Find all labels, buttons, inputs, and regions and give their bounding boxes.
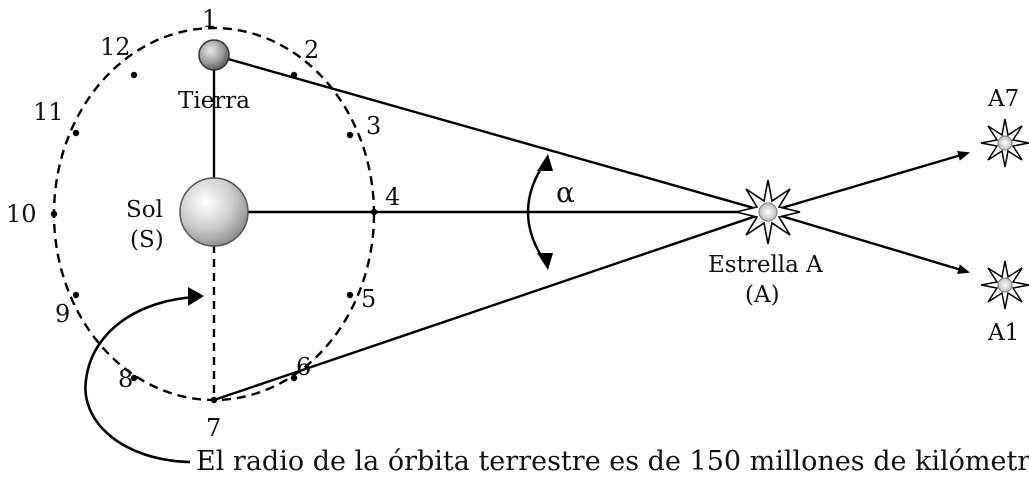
earth-small-sphere-icon: [198, 39, 230, 71]
star-name-label: Estrella A: [708, 252, 823, 278]
apparent-star-a7-label: A7: [987, 86, 1019, 112]
radius-pointer-arrow: [84, 295, 197, 464]
star-a-starburst-icon: [735, 179, 801, 245]
orbit-label-11: 11: [33, 98, 64, 126]
sun-name-label: Sol: [126, 197, 163, 223]
orbit-label-8: 8: [118, 365, 133, 393]
projection-arrow-to-a7: [767, 151, 970, 214]
sight-line-from-7: [213, 210, 769, 402]
orbit-label-5: 5: [361, 285, 376, 313]
orbit-dot-9: [72, 291, 80, 299]
orbit-label-3: 3: [366, 112, 381, 140]
orbit-dot-5: [346, 291, 354, 299]
apparent-star-a1-label: A1: [987, 320, 1019, 346]
orbit-dot-3: [346, 131, 354, 139]
orbit-dot-4: [370, 208, 378, 216]
orbit-label-10: 10: [6, 200, 37, 228]
orbit-dot-2: [290, 71, 298, 79]
angle-alpha-label: α: [556, 176, 575, 209]
sun-sphere-icon: [179, 177, 249, 247]
orbit-dot-10: [50, 210, 58, 218]
orbit-dot-6: [290, 374, 298, 382]
sight-line-from-1: [213, 53, 769, 214]
caption: El radio de la órbita terrestre es de 15…: [196, 446, 1029, 477]
orbit-label-12: 12: [100, 33, 131, 61]
angle-arrow-bottom: [537, 253, 553, 270]
orbit-label-2: 2: [304, 36, 319, 64]
orbit-label-7: 7: [206, 414, 221, 442]
orbit-dot-11: [72, 129, 80, 137]
apparent-star-a1-starburst-icon: [980, 260, 1029, 310]
orbit-label-9: 9: [55, 300, 70, 328]
sun-symbol-label: (S): [130, 227, 164, 253]
radius-pointer-arrowhead: [188, 287, 204, 306]
projection-arrow-to-a1: [767, 210, 970, 274]
orbit-position-labels: 1 2 3 4 5 6 7 8 9 10 11 12: [6, 5, 400, 442]
apparent-star-a7-starburst-icon: [980, 118, 1029, 168]
orbit-dot-8: [130, 374, 138, 382]
orbit-dot-12: [130, 71, 138, 79]
orbit-label-4: 4: [385, 183, 400, 211]
orbit-label-6: 6: [296, 353, 311, 381]
star-symbol-label: (A): [745, 282, 780, 308]
orbit-dot-7: [210, 396, 218, 404]
orbit-label-1: 1: [202, 5, 217, 33]
angle-arrow-top: [537, 154, 553, 171]
earth-label: Tierra: [178, 88, 250, 114]
orbit-dots: [50, 71, 378, 404]
